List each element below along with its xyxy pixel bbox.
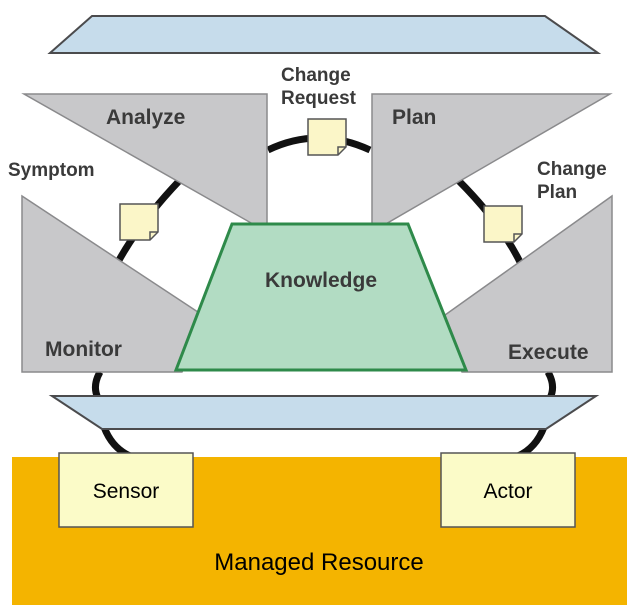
arc-bar-sensor [100, 425, 132, 460]
change-plan-document-icon [483, 205, 523, 243]
managed-resource-label: Managed Resource [214, 549, 423, 576]
monitor-label: Monitor [45, 338, 122, 361]
change-plan-label-line1: Change [537, 159, 607, 180]
actor-box [440, 452, 576, 528]
execute-label: Execute [508, 341, 589, 364]
symptom-label: Symptom [8, 160, 95, 181]
actor-label: Actor [483, 480, 532, 503]
arc-monitor-bar [91, 370, 104, 400]
knowledge-block [173, 222, 469, 372]
change-request-label-line2: Request [281, 88, 357, 109]
sensor-box [58, 452, 194, 528]
bottom-bar [48, 395, 600, 430]
analyze-panel [21, 93, 268, 234]
analyze-label: Analyze [106, 106, 185, 129]
execute-panel [437, 194, 613, 373]
sensor-label: Sensor [93, 480, 160, 503]
monitor-panel [21, 194, 211, 373]
symptom-document-icon [119, 203, 159, 241]
arc-bar-actor [516, 425, 548, 460]
top-bar [47, 15, 602, 54]
change-plan-label-line2: Plan [537, 182, 577, 203]
change-request-label-line1: Change [281, 65, 351, 86]
knowledge-label: Knowledge [265, 269, 377, 292]
plan-panel [371, 93, 613, 234]
change-request-document-icon [307, 118, 347, 156]
arc-execute-bar [544, 370, 557, 400]
plan-label: Plan [392, 106, 436, 129]
